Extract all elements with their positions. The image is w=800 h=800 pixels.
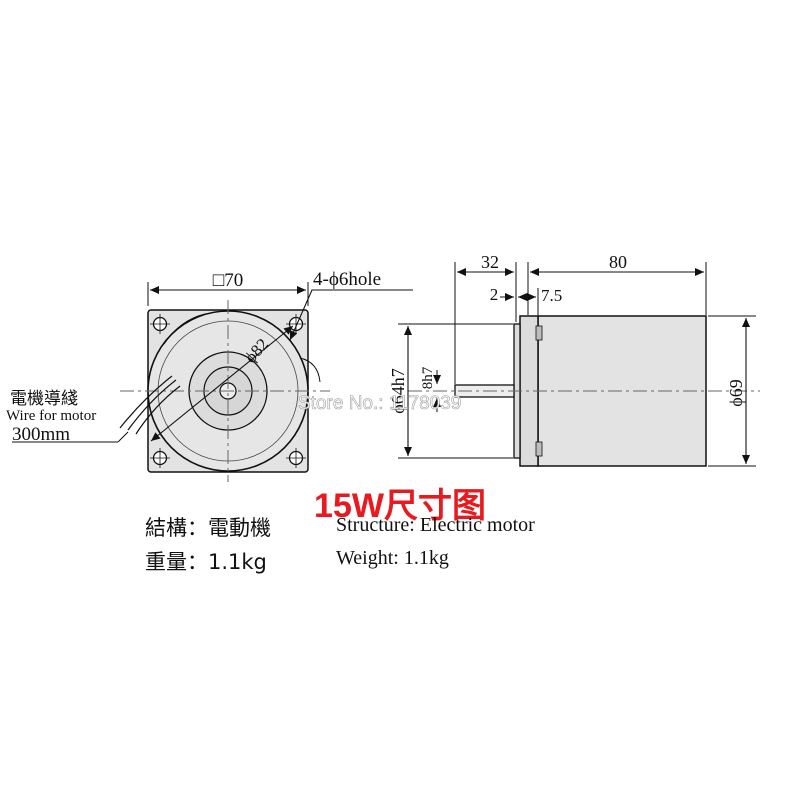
body-length-label: 80 <box>609 252 627 272</box>
pilot-diameter-label: ϕ64h7 <box>388 368 408 413</box>
front-view: □70 4-ϕ6hole ϕ82 電機導綫 Wire for motor 300… <box>6 269 413 482</box>
flange-offset-label: 2 <box>490 285 499 304</box>
weight-cn: 重量：1.1kg <box>145 550 267 574</box>
side-view: 32 80 2 7.5 ϕ64h7 8h7 ϕ69 <box>388 252 760 467</box>
mounting-hole <box>286 448 306 468</box>
holes-leader <box>289 289 413 341</box>
diagram-title: 15W尺寸图 <box>314 487 486 525</box>
weight-en: Weight: 1.1kg <box>336 547 449 569</box>
body-diameter-label: ϕ69 <box>726 379 746 406</box>
store-watermark: Store No.: 1178039 <box>298 393 461 414</box>
width-label: □70 <box>213 270 243 291</box>
structure-en: Structure: Electric motor <box>336 514 535 536</box>
shaft-length-label: 32 <box>481 252 499 272</box>
flange-thickness-label: 7.5 <box>541 286 562 305</box>
diameter-dimension-line <box>150 325 294 442</box>
structure-cn: 結構：電動機 <box>145 516 271 540</box>
holes-label: 4-ϕ6hole <box>313 269 381 290</box>
wire-label-en: Wire for motor <box>6 408 96 424</box>
wire-label-cn: 電機導綫 <box>10 389 78 409</box>
motor-wire <box>119 375 181 435</box>
wire-length-label: 300mm <box>12 424 70 445</box>
shaft-diameter-label: 8h7 <box>420 366 436 389</box>
mounting-hole <box>150 448 170 468</box>
